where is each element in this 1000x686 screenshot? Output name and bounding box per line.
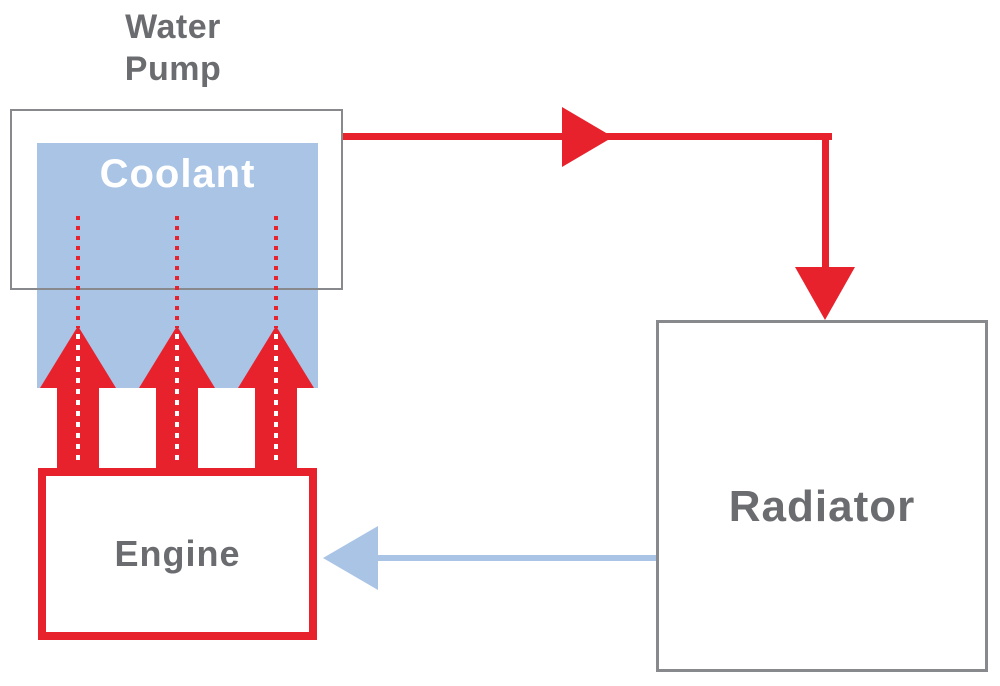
dotted-flow-line-icon — [175, 216, 179, 328]
engine-box: Engine — [38, 468, 317, 640]
dotted-flow-line-icon — [274, 334, 278, 464]
hot-flow-line-vertical — [822, 135, 829, 270]
cool-flow-line — [376, 555, 656, 561]
dotted-flow-line-icon — [76, 334, 80, 464]
radiator-label: Radiator — [728, 482, 916, 531]
radiator-box: Radiator — [656, 320, 988, 672]
right-arrowhead-icon — [562, 107, 613, 167]
water-pump-label: Water Pump — [124, 8, 222, 88]
coolant-label: Coolant — [99, 152, 256, 196]
left-arrowhead-icon — [323, 526, 378, 590]
dotted-flow-line-icon — [175, 334, 179, 464]
down-arrowhead-icon — [795, 267, 855, 320]
dotted-flow-line-icon — [274, 216, 278, 328]
engine-label: Engine — [114, 533, 241, 574]
dotted-flow-line-icon — [76, 216, 80, 328]
